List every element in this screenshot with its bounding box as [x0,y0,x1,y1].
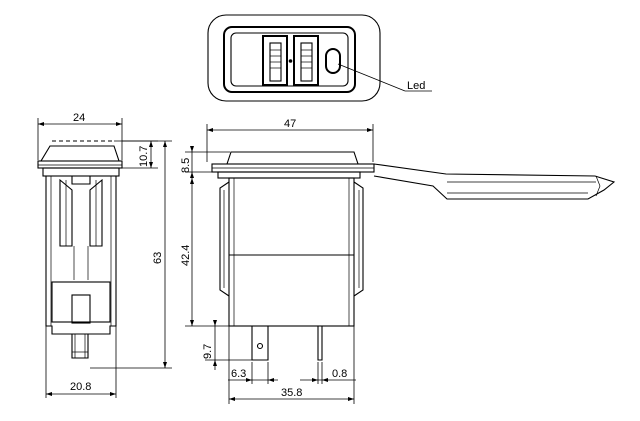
dim-front-width: 47 [284,118,296,130]
right-clip [89,178,103,247]
left-snap-tab [219,181,230,297]
usb-port-right [293,35,319,86]
front-terminal-right [317,326,323,361]
led-indicator [325,48,341,74]
led-label: Led [407,80,425,92]
front-bezel-rim [217,171,361,179]
dim-terminal-length: 9.7 [202,344,214,359]
cover-lid [373,163,616,200]
dim-bezel-thickness: 8.5 [180,158,192,173]
bezel-rim [42,167,120,177]
side-terminal [71,334,89,359]
bezel-flange [37,160,123,169]
dim-terminal-span: 35.8 [281,387,302,399]
cap-outline [40,145,120,162]
side-view: 24 10.7 63 20.8 [37,112,172,398]
contact-stem [71,294,91,324]
front-cap [226,151,359,165]
usb-port-right-outline [293,35,319,86]
left-clip [59,178,73,247]
dim-side-width: 24 [73,112,85,124]
right-snap-tab [353,181,364,297]
dim-cap-height: 10.7 [138,146,150,167]
dim-body-height: 42.4 [180,245,192,266]
side-body [45,175,117,335]
outer-bezel [207,14,381,102]
inner-frame [223,26,356,93]
face-plate [230,32,349,87]
front-terminal-left [251,326,269,361]
terminal-hole [256,342,264,350]
dim-base-width: 20.8 [70,381,91,393]
dim-total-height: 63 [152,252,164,264]
clip-bridge [71,176,91,185]
top-view: Led [207,14,432,102]
usb-port-left-outline [262,35,288,86]
center-dot [288,59,293,63]
contact-block [51,281,111,323]
front-body [228,177,355,327]
dim-terminal-thickness: 0.8 [332,368,347,380]
front-view: 47 8.5 42.4 9.7 6.3 0.8 [180,118,616,404]
dim-terminal-width: 6.3 [231,368,246,380]
led-leader-line [337,63,406,92]
usb-port-left [262,35,288,86]
